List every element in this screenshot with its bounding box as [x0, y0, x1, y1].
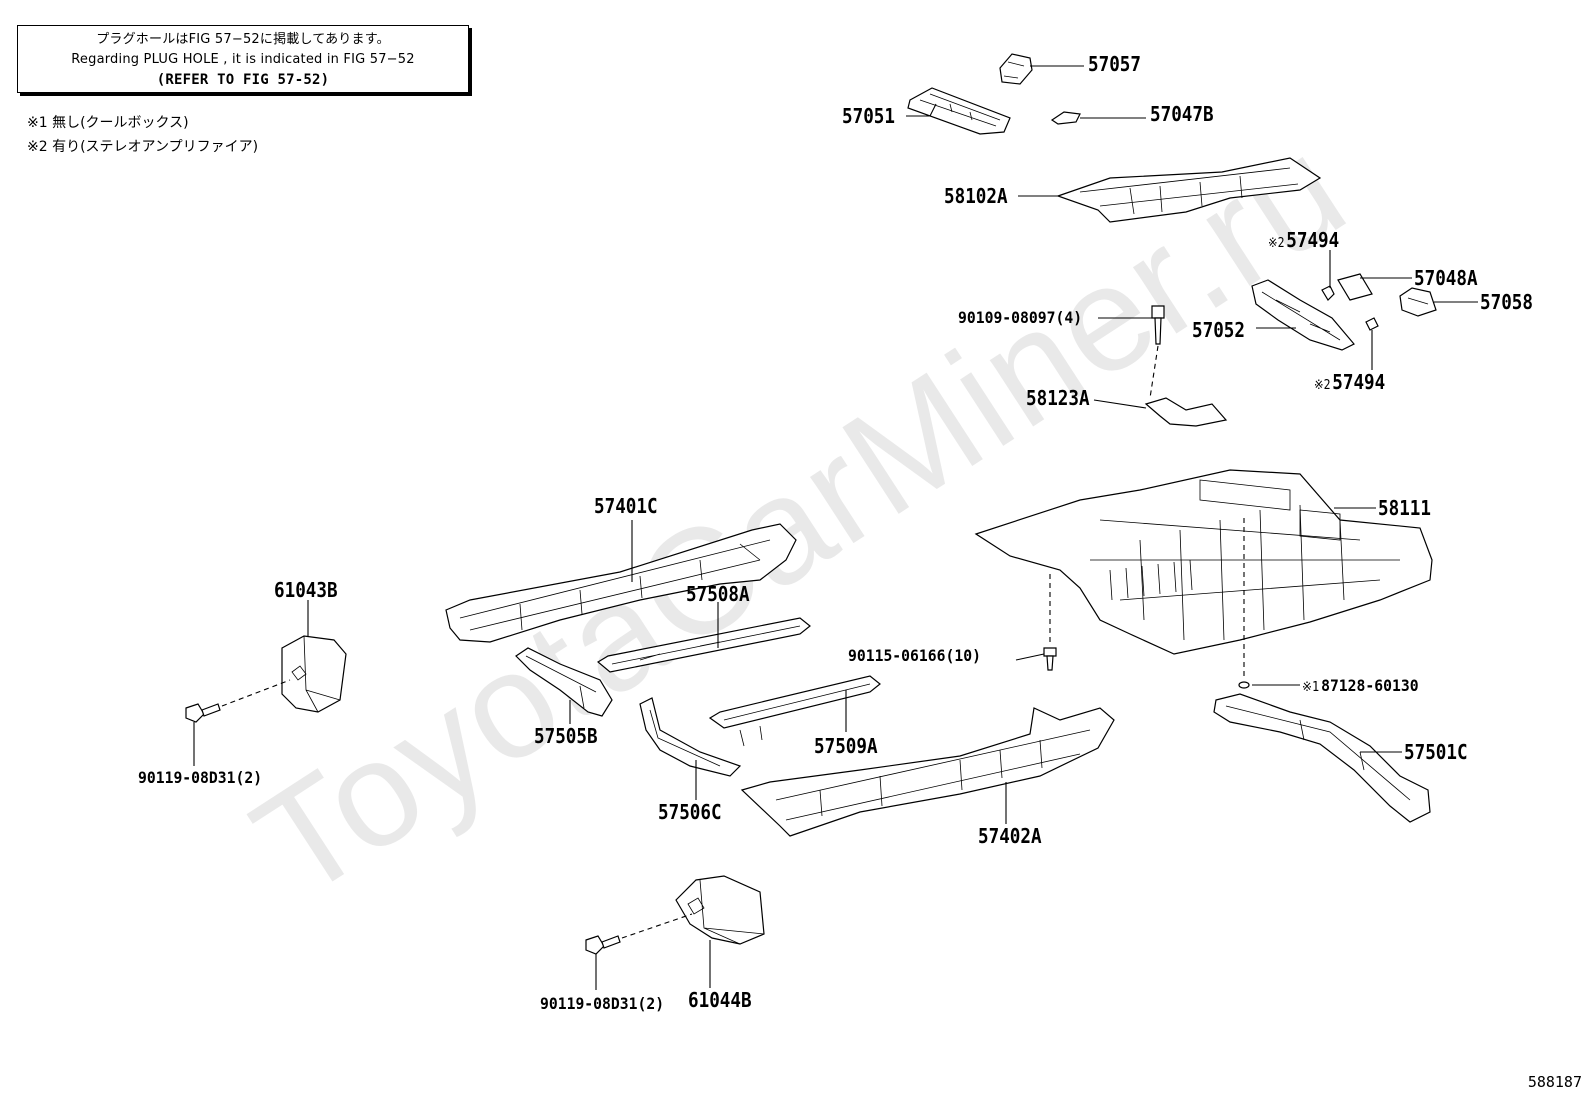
part-58123a-shape [1144, 397, 1228, 427]
part-57058-shape [1399, 287, 1437, 317]
label-87128-number: 87128-60130 [1321, 676, 1419, 695]
part-57509a-shape [708, 675, 881, 747]
label-58102a: 58102A [944, 184, 1008, 208]
part-61043b-shape [281, 635, 347, 713]
label-57505b: 57505B [534, 724, 598, 748]
label-57402a: 57402A [978, 824, 1042, 848]
label-58123a: 58123A [1026, 386, 1090, 410]
asterisk-2-bottom: ※2 [1314, 378, 1331, 393]
part-58111-shape [974, 469, 1433, 655]
label-57509a: 57509A [814, 734, 878, 758]
label-57508a: 57508A [686, 582, 750, 606]
part-57494-top-shape [1321, 285, 1335, 301]
part-57047b-shape [1050, 111, 1081, 125]
label-90119-b: 90119-08D31(2) [540, 994, 665, 1013]
label-61043b: 61043B [274, 578, 338, 602]
label-57052: 57052 [1192, 318, 1245, 342]
label-57494-bottom-number: 57494 [1332, 370, 1386, 394]
part-87128-plug-shape [1238, 681, 1250, 689]
part-57506c-shape [639, 697, 742, 777]
asterisk-1: ※1 [1302, 680, 1320, 695]
asterisk-2-top: ※2 [1268, 236, 1285, 251]
figure-id: 588187 [1527, 1073, 1582, 1091]
label-90119-a: 90119-08D31(2) [138, 768, 263, 787]
label-57048a: 57048A [1414, 266, 1478, 290]
label-57058: 57058 [1480, 290, 1533, 314]
plug-hole-note: プラグホールはFIG 57−52に掲載してあります。 Regarding PLU… [17, 25, 469, 93]
part-90119-bolt-b-shape [585, 935, 621, 955]
label-57506c: 57506C [658, 800, 722, 824]
note-line-english: Regarding PLUG HOLE , it is indicated in… [71, 52, 415, 67]
part-57501c-shape [1213, 693, 1431, 823]
label-57047b: 57047B [1150, 102, 1214, 126]
label-90109: 90109-08097(4) [958, 308, 1083, 327]
part-57402a-shape [740, 707, 1115, 837]
label-61044b: 61044B [688, 988, 752, 1012]
part-57508a-shape [596, 617, 811, 673]
label-57051: 57051 [842, 104, 895, 128]
part-57057-shape [999, 53, 1033, 85]
label-57494-bottom: ※257494 [1314, 370, 1385, 394]
part-57401c-shape [445, 523, 797, 643]
part-57494-bottom-shape [1365, 317, 1379, 331]
label-57501c: 57501C [1404, 740, 1468, 764]
part-57051-shape [907, 87, 1011, 135]
leader-lines [193, 65, 1478, 990]
label-57057: 57057 [1088, 52, 1141, 76]
part-57048a-shape [1337, 273, 1373, 301]
note-line-japanese: プラグホールはFIG 57−52に掲載してあります。 [96, 32, 390, 47]
label-57494-top: ※257494 [1268, 228, 1339, 252]
part-58102a-shape [1056, 157, 1322, 223]
label-57494-top-number: 57494 [1286, 228, 1340, 252]
label-58111: 58111 [1378, 496, 1431, 520]
label-90115: 90115-06166(10) [848, 646, 981, 665]
part-90109-bolt-shape [1151, 305, 1165, 345]
part-90115-bolt-shape [1043, 647, 1057, 671]
footnote-2: ※2 有り(ステレオアンプリファイア) [27, 139, 259, 155]
note-line-refer: (REFER TO FIG 57-52) [156, 72, 330, 88]
part-57052-shape [1251, 279, 1355, 351]
part-57505b-shape [515, 647, 613, 717]
part-90119-bolt-a-shape [185, 703, 221, 723]
footnote-1: ※1 無し(クールボックス) [27, 115, 189, 131]
part-61044b-shape [675, 875, 765, 945]
label-57401c: 57401C [594, 494, 658, 518]
